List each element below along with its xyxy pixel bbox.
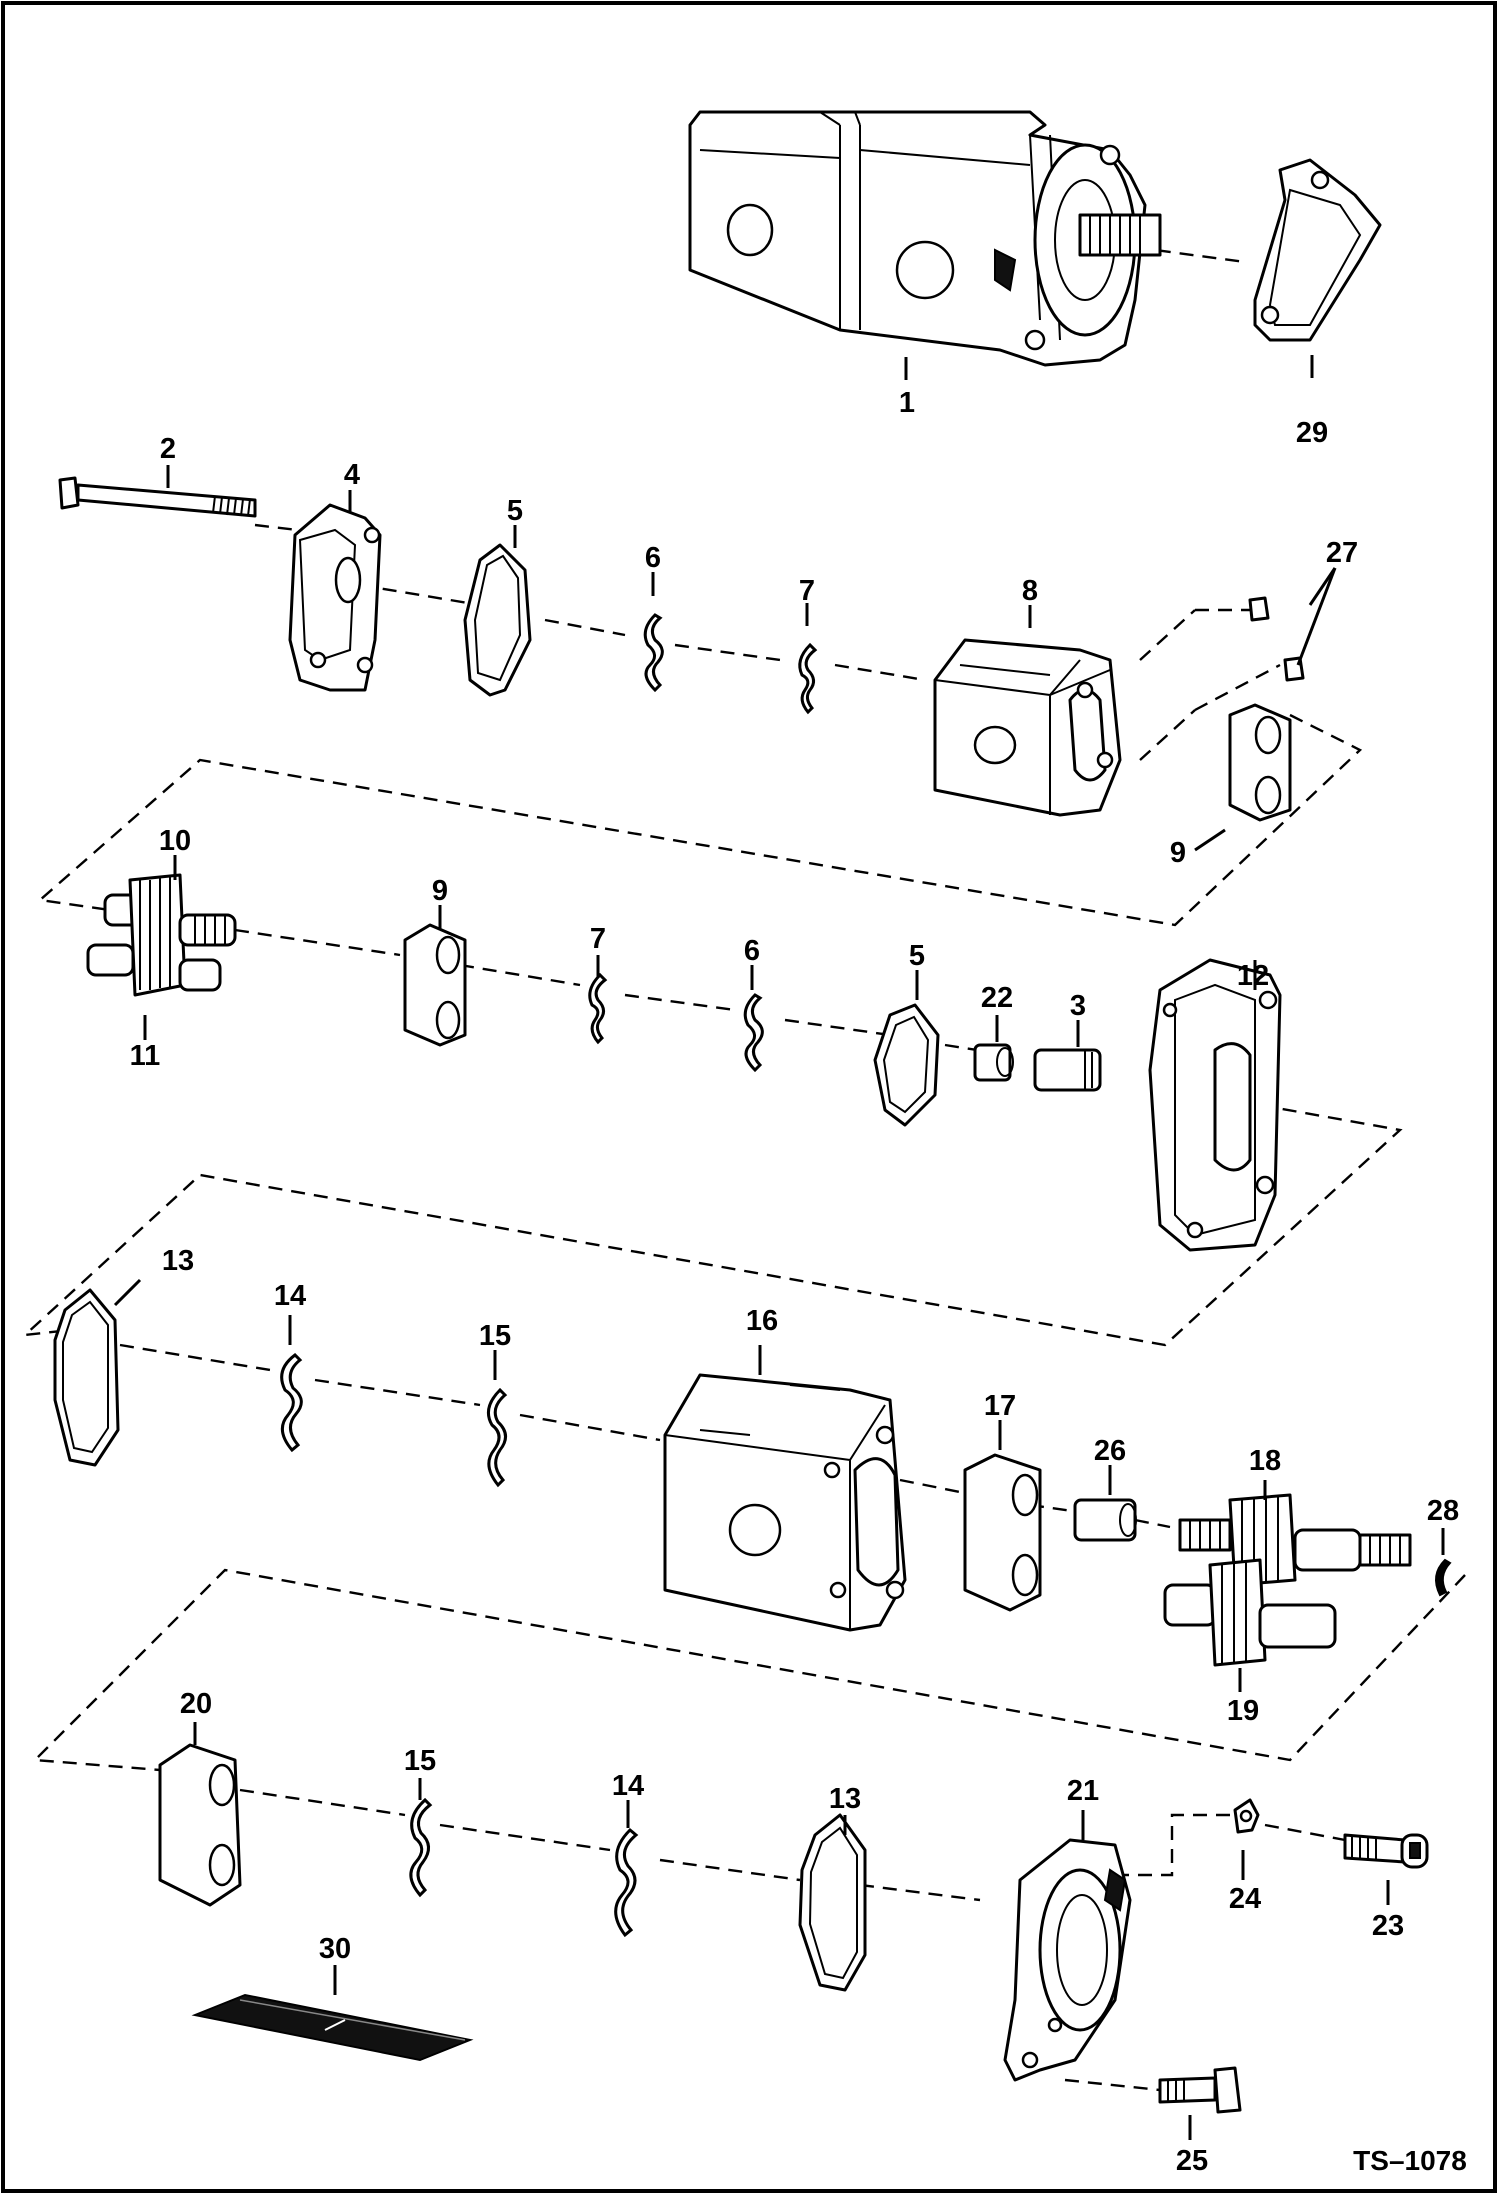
label-part-20: 20 — [180, 1688, 212, 1720]
dowel-pin-part — [1248, 596, 1305, 682]
label-part-6-mid: 6 — [744, 935, 760, 967]
label-part-16: 16 — [746, 1305, 778, 1337]
label-part-7: 7 — [799, 575, 815, 607]
wire-seal-part — [643, 613, 664, 693]
cap-screw-part — [1343, 1833, 1429, 1869]
label-part-1: 1 — [899, 387, 915, 419]
pump-assembly-part — [688, 110, 1162, 367]
label-part-27: 27 — [1326, 537, 1358, 569]
label-part-9-mid: 9 — [432, 875, 448, 907]
wire-seal-part — [743, 993, 764, 1073]
label-part-11: 11 — [130, 1040, 161, 1072]
wire-seal-part — [486, 1387, 508, 1488]
label-part-14: 14 — [274, 1280, 306, 1312]
label-part-15-lower: 15 — [404, 1745, 436, 1777]
backup-ring-part — [798, 642, 818, 715]
assembly-guide-lines — [21, 230, 1466, 2092]
front-gear-housing-part — [663, 1373, 907, 1632]
bearing-block-part — [158, 1743, 242, 1907]
label-part-23: 23 — [1372, 1910, 1404, 1942]
bushing-part — [1073, 1498, 1137, 1542]
label-part-15: 15 — [479, 1320, 511, 1352]
leader-lines — [113, 355, 1445, 2140]
hex-bolt-part — [1158, 2066, 1242, 2114]
label-part-9: 9 — [1170, 837, 1186, 869]
needle-bearing-part — [1033, 1048, 1102, 1092]
label-part-4: 4 — [344, 459, 360, 491]
backup-ring-part — [588, 972, 608, 1045]
driven-gear-part — [86, 943, 222, 992]
seal-ring-part — [463, 543, 532, 697]
label-part-12: 12 — [1237, 960, 1269, 992]
drive-gear-part — [103, 873, 237, 997]
label-part-26: 26 — [1094, 1435, 1126, 1467]
large-seal-ring-part — [53, 1288, 120, 1467]
rear-gear-housing-part — [933, 638, 1122, 817]
label-part-7-mid: 7 — [590, 923, 606, 955]
label-part-10: 10 — [159, 825, 191, 857]
bearing-block-part — [963, 1453, 1042, 1612]
end-cover-part — [288, 503, 382, 692]
middle-cover-part — [1148, 958, 1282, 1252]
label-part-28: 28 — [1427, 1495, 1459, 1527]
seal-ring-part — [873, 1003, 940, 1127]
bearing-block-part — [403, 923, 467, 1047]
label-part-21: 21 — [1067, 1775, 1099, 1807]
label-part-13: 13 — [162, 1245, 194, 1277]
part-number-labels: 1 29 2 4 5 6 7 8 27 9 10 11 9 7 6 5 22 3… — [130, 387, 1467, 2177]
label-part-24: 24 — [1229, 1883, 1261, 1915]
flange-gasket-part — [1253, 158, 1382, 342]
drawing-reference-number: TS–1078 — [1353, 2145, 1467, 2176]
wire-seal-part — [409, 1797, 433, 1898]
label-part-30: 30 — [319, 1933, 351, 1965]
label-part-13-lower: 13 — [829, 1783, 861, 1815]
bolt-part — [58, 476, 257, 518]
label-part-6: 6 — [645, 542, 661, 574]
bushing-part — [973, 1043, 1014, 1082]
large-seal-ring-part — [798, 1813, 867, 1992]
label-part-29: 29 — [1296, 417, 1328, 449]
label-part-14-lower: 14 — [612, 1770, 644, 1802]
label-part-5: 5 — [507, 495, 523, 527]
backup-ring-part — [614, 1827, 639, 1938]
label-part-5-mid: 5 — [909, 940, 925, 972]
label-part-2: 2 — [160, 433, 176, 465]
label-part-19: 19 — [1227, 1695, 1259, 1727]
label-part-18: 18 — [1249, 1445, 1281, 1477]
driven-shaft-gear-part — [1163, 1558, 1337, 1667]
label-part-17: 17 — [984, 1390, 1016, 1422]
snap-ring-part — [1435, 1558, 1452, 1597]
label-part-22: 22 — [981, 982, 1013, 1014]
label-part-8: 8 — [1022, 575, 1038, 607]
washer-part — [1233, 1798, 1260, 1834]
backup-ring-part — [280, 1353, 303, 1453]
label-part-3: 3 — [1070, 990, 1086, 1022]
seal-kit-sheet-part — [191, 1993, 474, 2062]
bearing-block-part — [1228, 703, 1292, 822]
label-part-25: 25 — [1176, 2145, 1208, 2177]
front-flange-part — [1003, 1838, 1132, 2082]
